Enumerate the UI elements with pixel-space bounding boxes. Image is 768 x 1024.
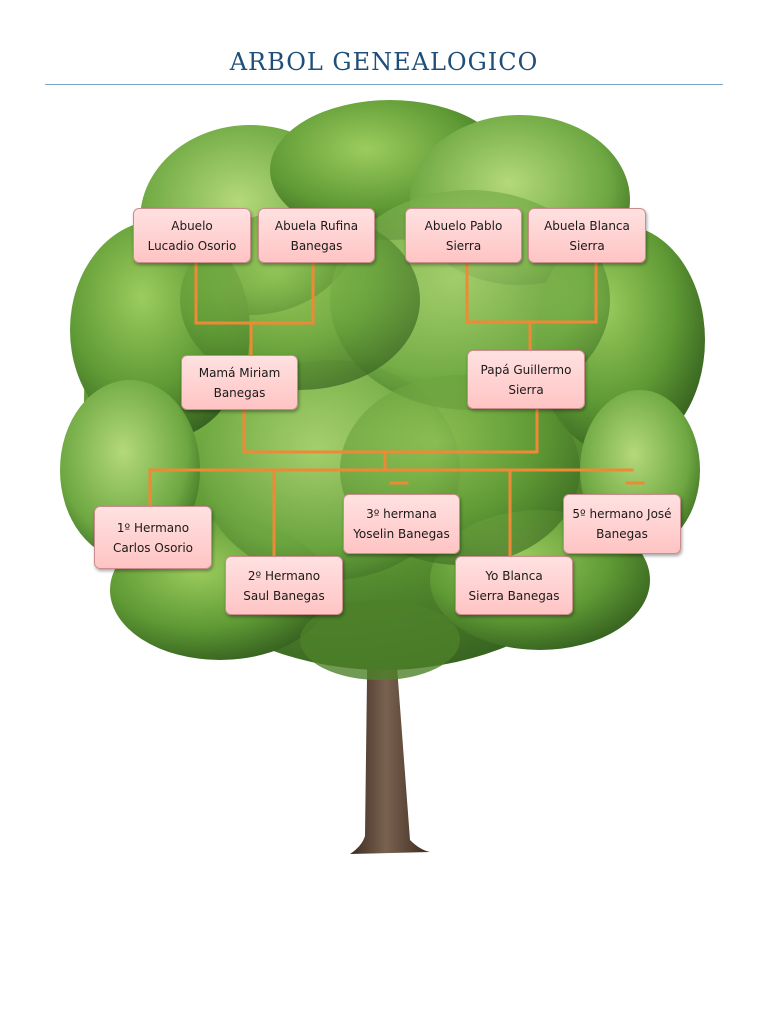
node-mama: Mamá Miriam Banegas [181, 355, 298, 410]
node-abuela-rufina: Abuela Rufina Banegas [258, 208, 375, 263]
node-abuelo-lucadio: Abuelo Lucadio Osorio [133, 208, 251, 263]
tree-foliage [60, 100, 705, 680]
connector-lines [148, 260, 645, 568]
node-abuela-blanca: Abuela Blanca Sierra [528, 208, 646, 263]
node-hermano-5: 5º hermano José Banegas [563, 494, 681, 554]
page-title: ARBOL GENEALOGICO [229, 48, 539, 76]
node-hermano-2: 2º Hermano Saul Banegas [225, 556, 343, 615]
node-hermana-3: 3º hermana Yoselin Banegas [343, 494, 460, 554]
node-abuelo-pablo: Abuelo Pablo Sierra [405, 208, 522, 263]
node-yo: Yo Blanca Sierra Banegas [455, 556, 573, 615]
title-divider [45, 84, 723, 85]
node-hermano-1: 1º Hermano Carlos Osorio [94, 506, 212, 569]
node-papa: Papá Guillermo Sierra [467, 350, 585, 409]
